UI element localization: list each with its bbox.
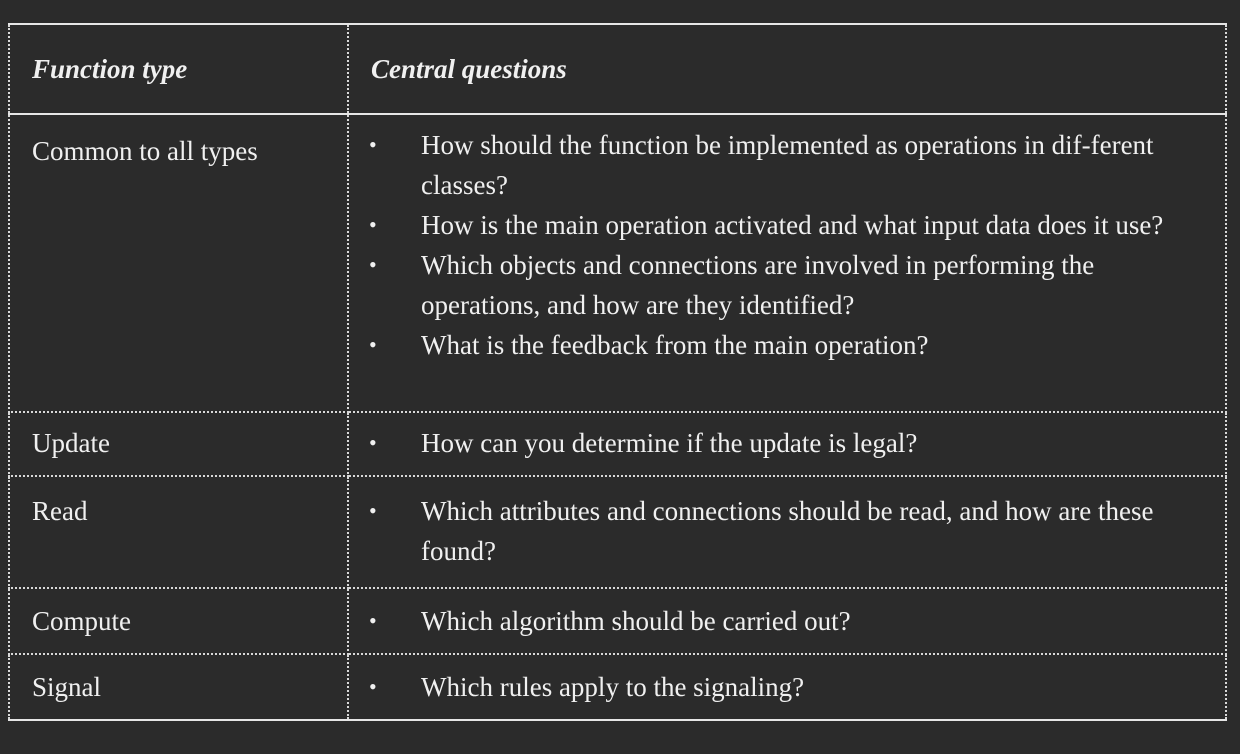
question-text: How should the function be implemented a… xyxy=(421,130,1154,200)
bullet-icon: • xyxy=(369,430,377,455)
table-row: Read • Which attributes and connections … xyxy=(8,475,1227,589)
question-text: Which algorithm should be carried out? xyxy=(421,606,851,636)
function-type-label: Signal xyxy=(32,672,102,702)
question-text: What is the feedback from the main opera… xyxy=(421,330,929,360)
table-row: Compute • Which algorithm should be carr… xyxy=(8,587,1227,655)
question-list: • How can you determine if the update is… xyxy=(349,413,1225,471)
function-type-label: Common to all types xyxy=(32,136,258,166)
list-item: • How is the main operation activated an… xyxy=(349,205,1205,245)
function-type-cell: Read xyxy=(8,475,349,589)
central-questions-cell: • How can you determine if the update is… xyxy=(347,411,1227,477)
question-text: Which rules apply to the signaling? xyxy=(421,672,805,702)
bullet-icon: • xyxy=(369,332,377,357)
bullet-icon: • xyxy=(369,674,377,699)
question-list: • Which rules apply to the signaling? xyxy=(349,655,1225,715)
bullet-icon: • xyxy=(369,212,377,237)
table-header-row: Function type Central questions xyxy=(8,23,1227,115)
list-item: • Which algorithm should be carried out? xyxy=(349,601,1205,641)
question-list: • Which algorithm should be carried out? xyxy=(349,589,1225,649)
list-item: • Which objects and connections are invo… xyxy=(349,245,1205,325)
bullet-icon: • xyxy=(369,132,377,157)
function-type-table: Function type Central questions Common t… xyxy=(8,23,1227,721)
function-type-label: Compute xyxy=(32,606,131,636)
table-row: Signal • Which rules apply to the signal… xyxy=(8,653,1227,721)
function-type-cell: Common to all types xyxy=(8,113,349,413)
header-function-type: Function type xyxy=(8,23,349,115)
header-central-questions: Central questions xyxy=(347,23,1227,115)
function-type-cell: Compute xyxy=(8,587,349,655)
function-type-cell: Signal xyxy=(8,653,349,721)
list-item: • What is the feedback from the main ope… xyxy=(349,325,1205,365)
question-text: How can you determine if the update is l… xyxy=(421,428,918,458)
question-text: How is the main operation activated and … xyxy=(421,210,1164,240)
central-questions-cell: • How should the function be implemented… xyxy=(347,113,1227,413)
question-list: • How should the function be implemented… xyxy=(349,115,1225,373)
question-text: Which attributes and connections should … xyxy=(421,496,1154,566)
function-type-label: Read xyxy=(32,496,88,526)
question-list: • Which attributes and connections shoul… xyxy=(349,477,1225,579)
table-row: Update • How can you determine if the up… xyxy=(8,411,1227,477)
list-item: • How can you determine if the update is… xyxy=(349,423,1205,463)
central-questions-cell: • Which attributes and connections shoul… xyxy=(347,475,1227,589)
question-text: Which objects and connections are involv… xyxy=(421,250,1095,320)
bullet-icon: • xyxy=(369,252,377,277)
table-row: Common to all types • How should the fun… xyxy=(8,113,1227,413)
list-item: • How should the function be implemented… xyxy=(349,125,1205,205)
list-item: • Which rules apply to the signaling? xyxy=(349,667,1205,707)
bullet-icon: • xyxy=(369,608,377,633)
bullet-icon: • xyxy=(369,498,377,523)
list-item: • Which attributes and connections shoul… xyxy=(349,491,1205,571)
central-questions-cell: • Which algorithm should be carried out? xyxy=(347,587,1227,655)
function-type-cell: Update xyxy=(8,411,349,477)
central-questions-cell: • Which rules apply to the signaling? xyxy=(347,653,1227,721)
function-type-label: Update xyxy=(32,428,110,458)
